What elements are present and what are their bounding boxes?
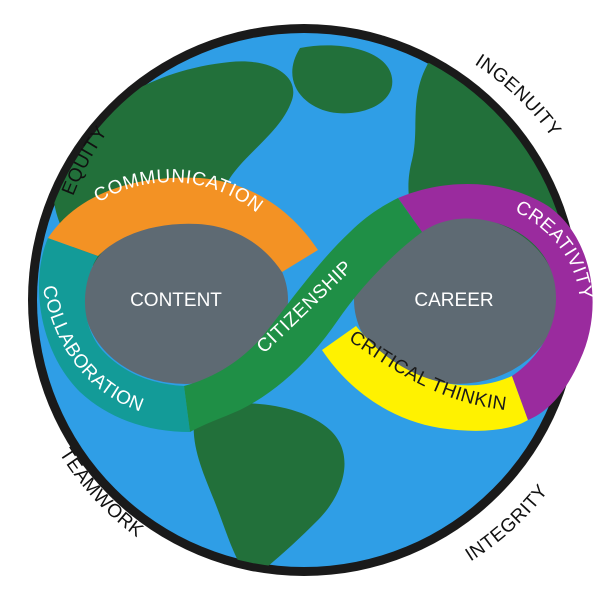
collaboration-band (38, 238, 190, 432)
content-loop (84, 216, 288, 384)
south-america-landmass (193, 403, 345, 568)
content-label: CONTENT (130, 290, 222, 311)
citizenship-band (184, 198, 422, 432)
infinity-ribbon (38, 177, 593, 432)
career-label: CAREER (414, 290, 493, 311)
communication-band (48, 177, 318, 272)
creativity-band (398, 183, 593, 420)
greenland-landmass (292, 45, 393, 114)
career-loop (354, 216, 558, 384)
critical-thinking-band (322, 326, 528, 431)
